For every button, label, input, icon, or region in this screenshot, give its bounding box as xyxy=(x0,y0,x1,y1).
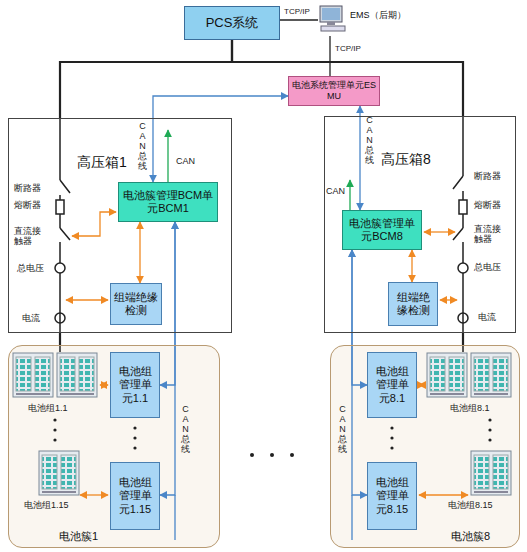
connector xyxy=(352,250,367,385)
node-label: 电池簇管理BCM单元BCM1 xyxy=(122,189,214,215)
insulation-box: 组端绝缘检测 xyxy=(388,282,438,326)
part-label: 电池组8.1 xyxy=(450,403,490,413)
bmu-box: 电池组管理单元8.1 xyxy=(367,352,417,418)
management-box: 电池系统管理单元ESMU xyxy=(288,76,380,106)
connector xyxy=(280,19,318,20)
node-label: 电池组管理单元1.1 xyxy=(114,365,156,405)
computer-icon: EMS（后期） xyxy=(318,2,418,36)
bmu-box: 电池组管理单元8.15 xyxy=(367,462,417,530)
connector xyxy=(359,106,360,210)
node-label: 电池组管理单元1.15 xyxy=(114,476,156,516)
part-label: 电池组1.1 xyxy=(28,403,68,413)
connector xyxy=(160,222,175,385)
connector xyxy=(462,333,464,345)
node-label: 电池组管理单元8.1 xyxy=(371,365,413,405)
bcm-box: 电池簇管理单元BCM8 xyxy=(342,210,422,250)
node-label: 电池组管理单元8.15 xyxy=(371,476,413,516)
bmu-box: 电池组管理单元1.15 xyxy=(110,462,160,530)
bus-label: CAN总线 xyxy=(365,116,374,165)
connector xyxy=(60,40,232,118)
node-label: 电池系统管理单元ESMU xyxy=(292,80,376,102)
container-label: 高压箱1 xyxy=(77,154,127,171)
part-label: 总电压 xyxy=(474,262,501,272)
node-label: PCS系统 xyxy=(206,15,259,31)
bus-label: CAN总线 xyxy=(338,405,347,454)
connector xyxy=(153,96,288,182)
part-label: 断路器 xyxy=(14,183,41,193)
container-label: 高压箱8 xyxy=(381,151,431,168)
part-label: 总电压 xyxy=(17,263,44,273)
edge-label: TCP/IP xyxy=(334,44,362,53)
computer-icon xyxy=(318,4,348,34)
system-box: PCS系统 xyxy=(184,6,280,40)
part-label: CAN xyxy=(326,186,345,196)
bcm-box: 电池簇管理BCM单元BCM1 xyxy=(118,182,218,222)
part-label: 电流 xyxy=(22,313,40,323)
container-label: 电池簇8 xyxy=(451,530,490,543)
part-label: 直流接触器 xyxy=(474,224,506,245)
connector xyxy=(352,250,367,495)
connector xyxy=(139,222,140,283)
bus-label: CAN总线 xyxy=(138,122,147,171)
container-label: 电池簇1 xyxy=(59,530,98,543)
connector xyxy=(329,36,330,76)
battery-cluster: 电池簇8 电池组管理单元8.1 电池组管理单元8.15 xyxy=(330,345,520,548)
part-label: CAN xyxy=(176,156,195,166)
connector xyxy=(411,250,412,282)
connector xyxy=(59,333,61,345)
hv-cabinet: 高压箱1 电池簇管理BCM单元BCM1 组端绝缘检测 xyxy=(8,118,232,333)
part-label: 断路器 xyxy=(474,171,501,181)
part-label: 电流 xyxy=(478,312,496,322)
part-label: 电池组1.15 xyxy=(24,500,69,510)
node-label: 电池簇管理单元BCM8 xyxy=(346,217,418,243)
bmu-box: 电池组管理单元1.1 xyxy=(110,352,160,418)
part-label: 熔断器 xyxy=(14,200,41,210)
insulation-box: 组端绝缘检测 xyxy=(110,283,162,325)
part-label: 熔断器 xyxy=(474,200,501,210)
connector xyxy=(232,40,463,116)
part-label: 直流接触器 xyxy=(14,226,44,247)
node-label: 组端绝缘检测 xyxy=(114,291,158,317)
part-label: 电池组8.15 xyxy=(448,500,493,510)
bus-label: CAN总线 xyxy=(181,405,190,454)
node-label: 组端绝缘检测 xyxy=(392,291,434,317)
node-label: EMS（后期） xyxy=(350,10,406,21)
connector xyxy=(160,222,175,495)
edge-label: TCP/IP xyxy=(283,7,311,16)
